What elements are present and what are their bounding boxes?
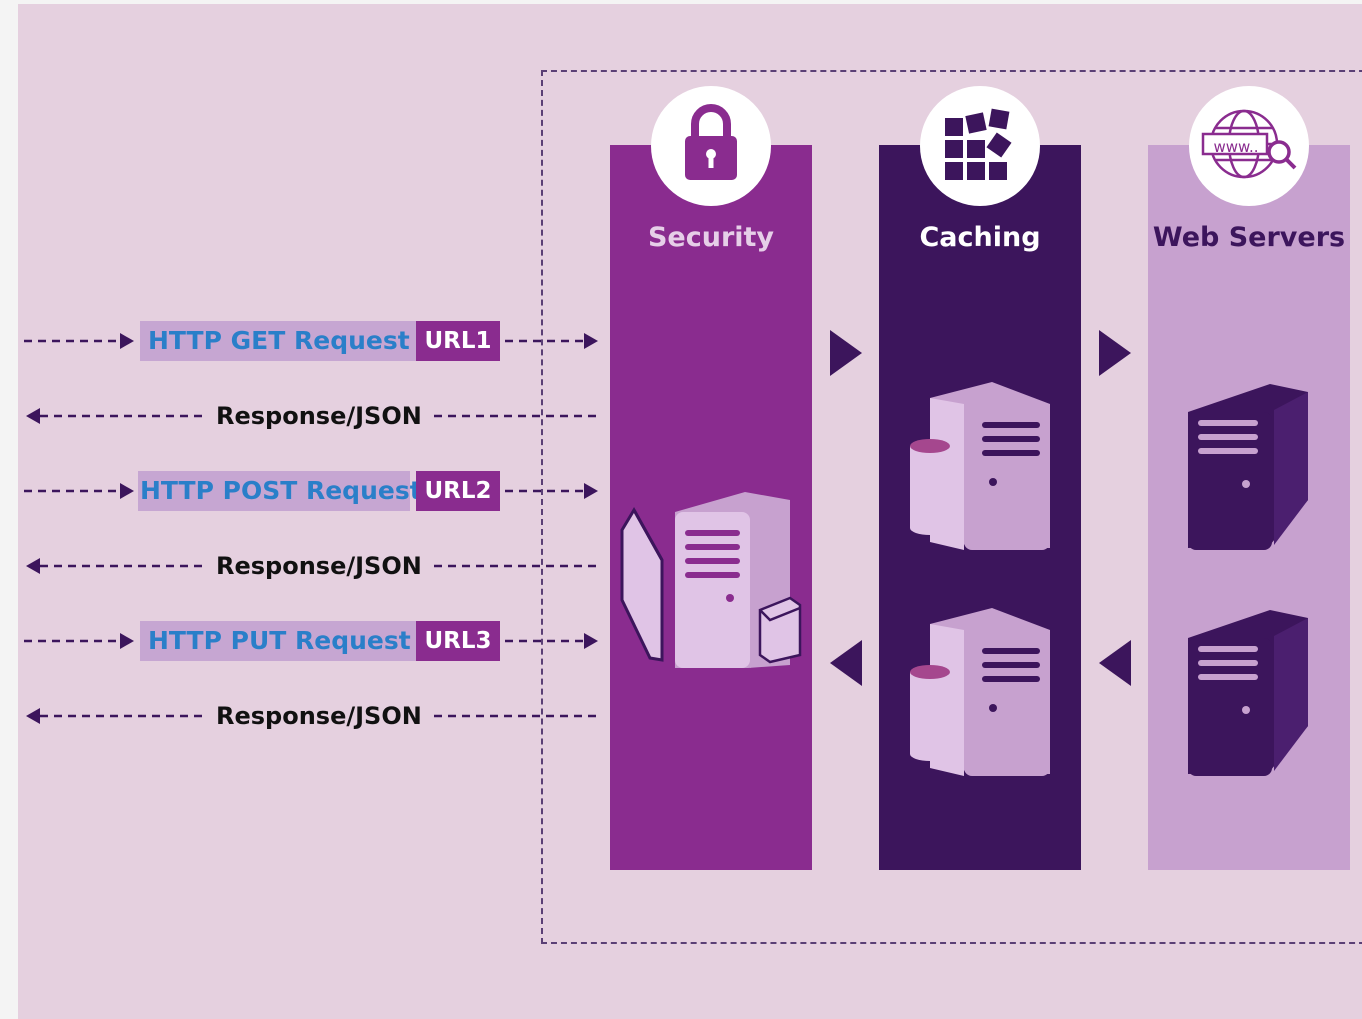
cache-server-icon [910,382,1050,550]
lock-icon [651,86,771,206]
arrowhead-right [120,333,134,349]
flow-arrow-left [830,640,862,686]
web-server-icon [1188,384,1308,550]
globe-www-text: www.. [1213,138,1259,156]
security-title: Security [647,222,775,253]
tiles-icon [920,86,1040,206]
url2-tag: URL2 [416,471,500,511]
arrowhead-right [584,633,598,649]
get-request-label: HTTP GET Request [140,321,416,361]
cache-server-icon [910,608,1050,776]
post-request-label: HTTP POST Request [138,471,422,511]
flow-arrow-right [1099,330,1131,376]
server-boundary [541,70,1362,944]
arrowhead-left [26,558,40,574]
arrowhead-right [584,333,598,349]
flow-arrow-right [830,330,862,376]
flow-arrow-left [1099,640,1131,686]
web-servers-title: Web Servers [1152,222,1346,253]
url1-tag: URL1 [416,321,500,361]
put-request-label: HTTP PUT Request [140,621,416,661]
url3-tag: URL3 [416,621,500,661]
get-response-label: Response/JSON [208,398,430,434]
put-response-label: Response/JSON [208,698,430,734]
web-server-icon [1188,610,1308,776]
www-globe-icon [1189,86,1309,206]
post-response-label: Response/JSON [208,548,430,584]
arrowhead-right [120,483,134,499]
arrowhead-left [26,708,40,724]
arrowhead-right [120,633,134,649]
arrowhead-right [584,483,598,499]
firewall-server-icon [620,492,802,668]
caching-title: Caching [919,222,1041,253]
arrowhead-left [26,408,40,424]
